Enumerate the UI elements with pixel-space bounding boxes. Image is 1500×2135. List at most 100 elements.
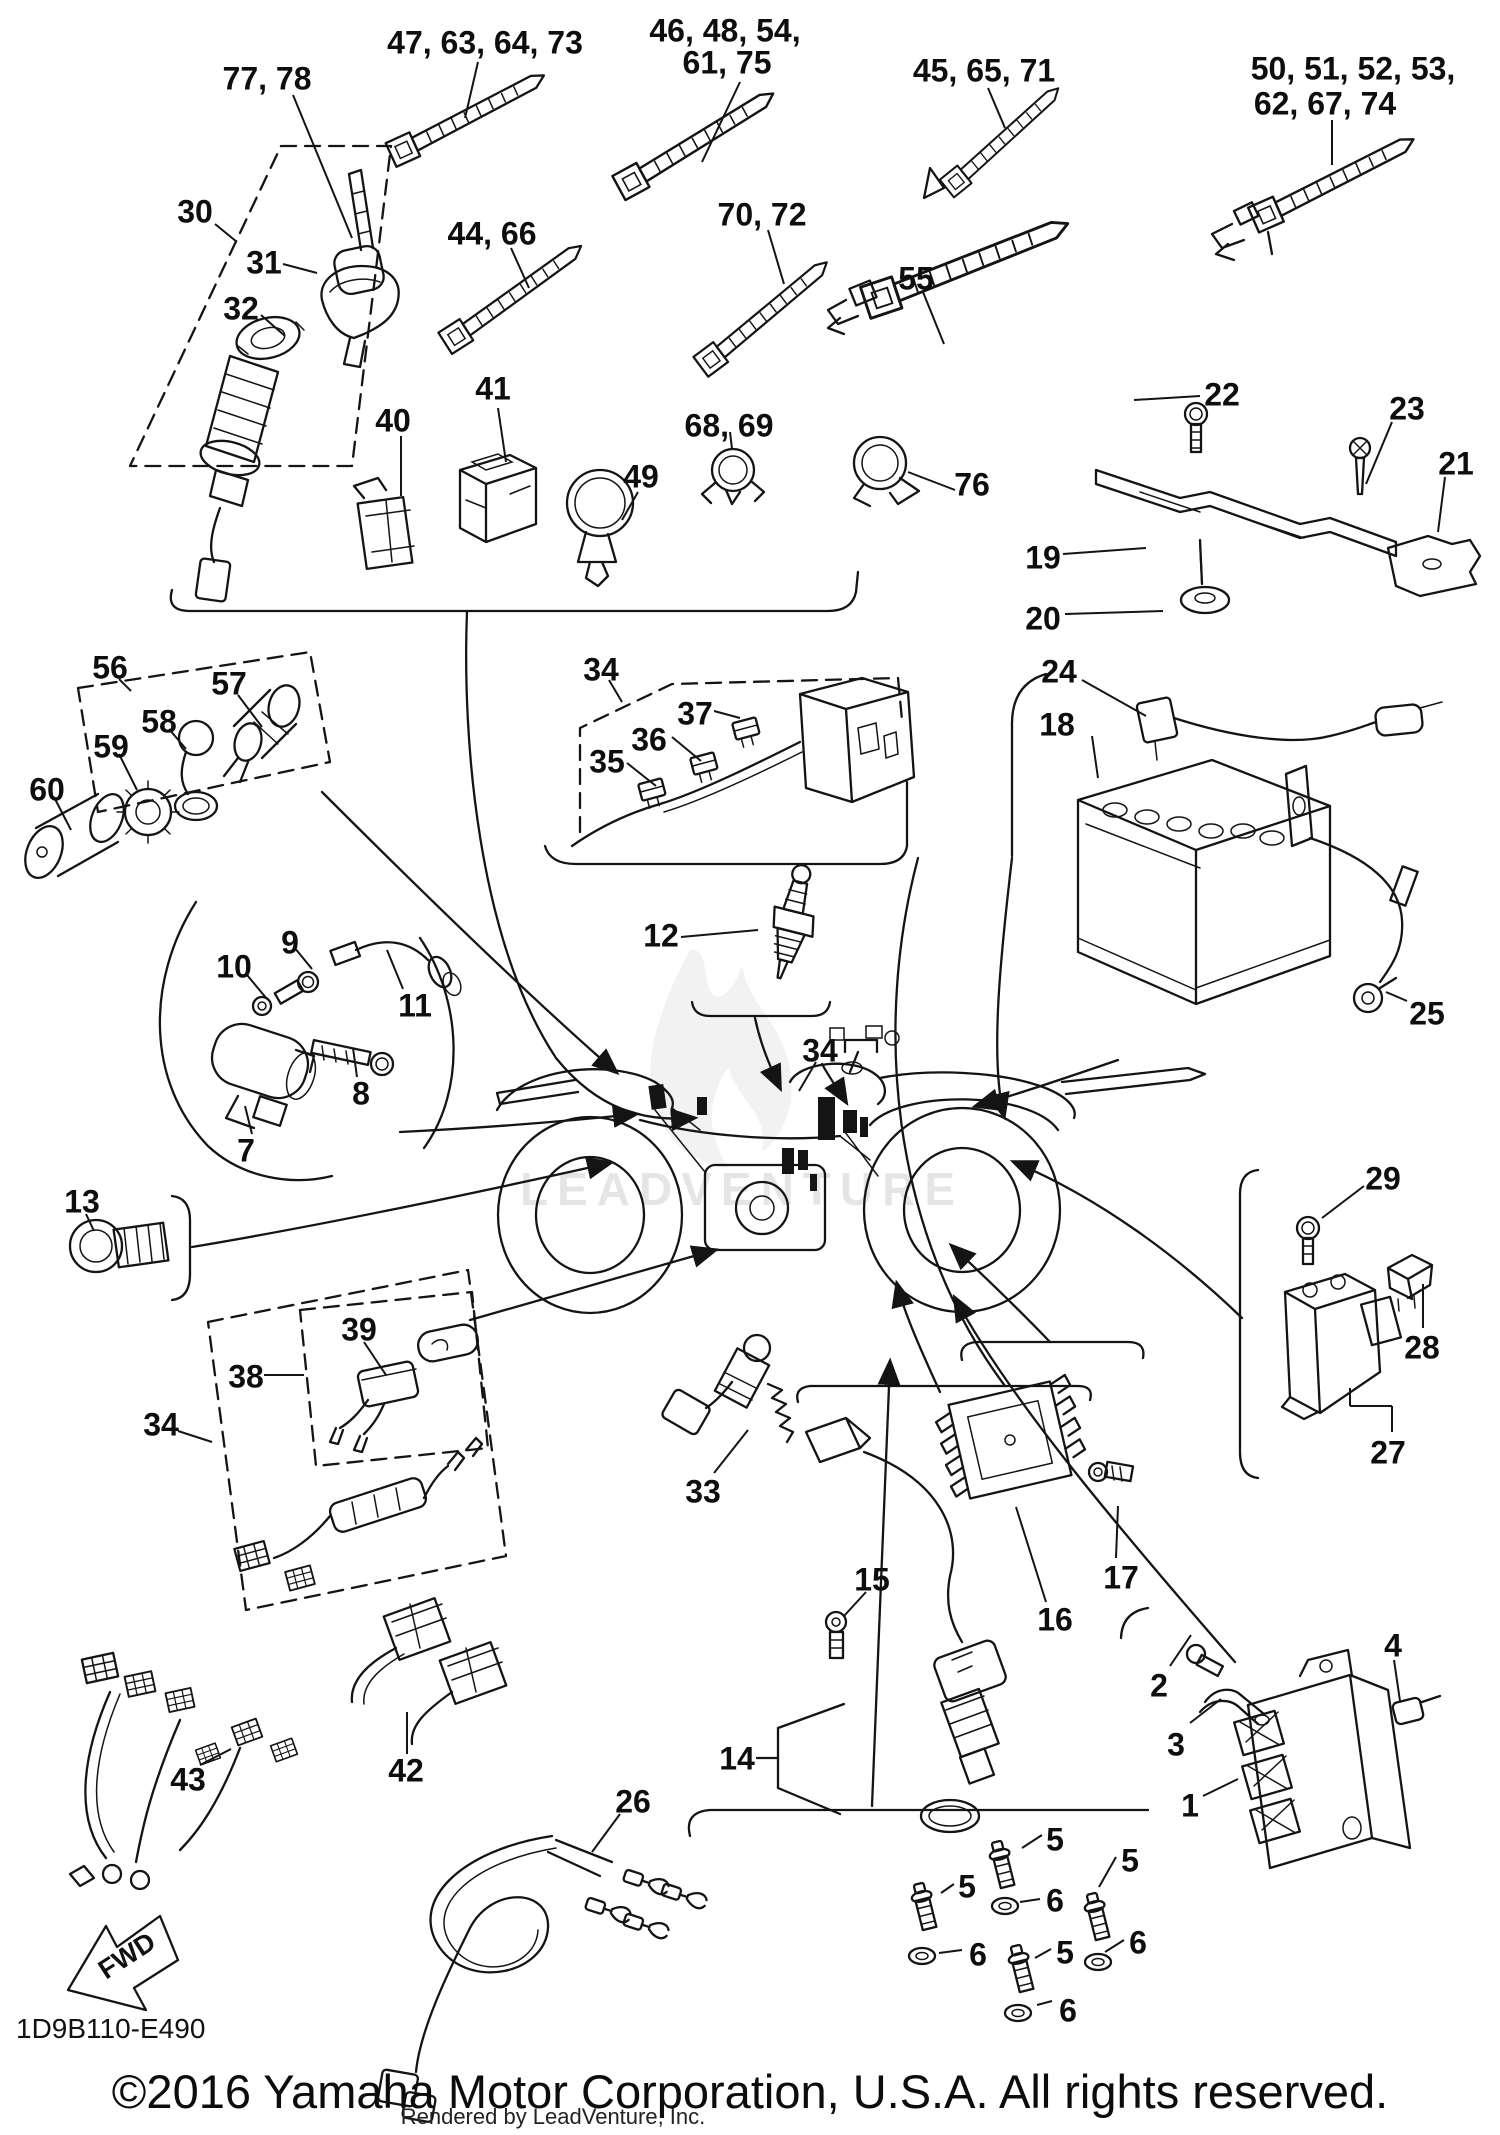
part-label: 7	[237, 1133, 255, 1169]
part-label: 60	[29, 772, 65, 808]
leader-line	[363, 1341, 387, 1376]
part-label: 70, 72	[718, 197, 807, 233]
leader-line	[282, 263, 318, 274]
leader-line	[798, 1061, 817, 1092]
leader-line	[987, 87, 1006, 129]
part-label: 37	[677, 696, 713, 732]
part-label: 14	[719, 1741, 755, 1777]
leader-line	[386, 949, 404, 990]
part-label: 68, 69	[685, 408, 774, 444]
leader-line	[497, 407, 507, 463]
part-label: 12	[643, 918, 679, 954]
leader-lines-layer	[53, 61, 1446, 2006]
part-label: 34	[802, 1033, 838, 1069]
part-label: 59	[93, 729, 129, 765]
part-label: 61, 75	[683, 45, 772, 81]
leader-line	[1064, 610, 1164, 615]
leader-line	[53, 796, 72, 831]
part-label: 11	[398, 988, 432, 1024]
part-label: 39	[341, 1312, 377, 1348]
part-label: 76	[954, 467, 990, 503]
leader-line	[292, 94, 353, 239]
leader-line	[177, 1430, 213, 1443]
leader-line	[922, 291, 945, 345]
leader-line	[701, 81, 741, 163]
art-main-switch-13	[68, 1194, 192, 1302]
leader-line	[352, 1047, 358, 1078]
part-label: 29	[1365, 1161, 1401, 1197]
part-label: 55	[898, 261, 934, 297]
leader-line	[907, 471, 956, 491]
leader-line	[260, 314, 286, 337]
part-label: 56	[92, 650, 128, 686]
part-label: 28	[1404, 1330, 1440, 1366]
part-label: 57	[211, 666, 247, 702]
leader-line	[680, 929, 759, 938]
watermark-text: LEADVENTURE	[520, 1163, 964, 1215]
leader-line	[1437, 476, 1446, 533]
leader-line	[1385, 991, 1408, 1002]
part-label: 36	[631, 722, 667, 758]
part-label: 3	[1167, 1727, 1185, 1763]
leader-line	[1365, 421, 1393, 485]
leader-line	[1393, 1659, 1401, 1702]
leader-line	[464, 61, 479, 119]
part-label: 23	[1389, 391, 1425, 427]
leader-line	[118, 678, 132, 692]
part-label: 27	[1370, 1435, 1406, 1471]
part-label: 20	[1025, 601, 1061, 637]
art-battery-bracket-group	[1094, 401, 1482, 615]
fwd-arrow: FWD	[66, 1914, 180, 2012]
leader-line	[843, 1591, 867, 1617]
part-label: 49	[623, 459, 659, 495]
part-label: 34	[583, 652, 619, 688]
art-regulator-group	[934, 1340, 1145, 1500]
part-label: 58	[141, 704, 177, 740]
leader-line	[1091, 735, 1099, 779]
leader-line	[1019, 1898, 1041, 1903]
part-label: 26	[615, 1784, 651, 1820]
art-sensor-33	[661, 1333, 795, 1444]
part-label: 6	[1046, 1883, 1064, 1919]
leader-line	[85, 1213, 95, 1232]
part-label: 34	[143, 1407, 179, 1443]
art-main-switch-group	[128, 144, 400, 603]
leader-line	[1036, 2000, 1053, 2006]
part-label: 6	[1129, 1925, 1147, 1961]
part-label: 77, 78	[223, 61, 312, 97]
leader-line	[199, 1748, 232, 1766]
part-label: 46, 48, 54,	[649, 13, 800, 49]
part-label: 33	[685, 1474, 721, 1510]
part-label: 31	[246, 245, 282, 281]
leader-line	[1321, 1185, 1365, 1219]
part-label: 25	[1409, 996, 1445, 1032]
part-label: 5	[1121, 1843, 1139, 1879]
leader-line	[940, 1883, 955, 1894]
part-label: 62, 67, 74	[1254, 86, 1397, 122]
leader-line	[118, 753, 138, 791]
part-label: 4	[1384, 1628, 1402, 1664]
leader-line	[626, 762, 657, 787]
art-battery	[1010, 672, 1443, 1014]
art-harness-42	[350, 1597, 508, 1746]
part-label: 32	[223, 291, 259, 327]
part-label: 35	[589, 744, 625, 780]
leader-line	[671, 736, 702, 762]
leader-line	[767, 229, 785, 285]
leader-line	[1115, 1505, 1119, 1559]
leader-line	[729, 431, 733, 450]
part-label: 44, 66	[448, 216, 537, 252]
art-ignition-coil-group	[158, 900, 462, 1182]
part-label: 42	[388, 1753, 424, 1789]
leader-line	[621, 491, 639, 521]
part-label: 5	[1046, 1822, 1064, 1858]
leader-line	[237, 694, 263, 728]
leader-line	[1133, 395, 1201, 401]
leader-line	[1062, 547, 1147, 555]
leader-line	[938, 1949, 963, 1954]
leader-line	[1189, 1698, 1222, 1724]
art-spark-plug	[772, 864, 815, 980]
leader-line	[591, 1813, 621, 1853]
